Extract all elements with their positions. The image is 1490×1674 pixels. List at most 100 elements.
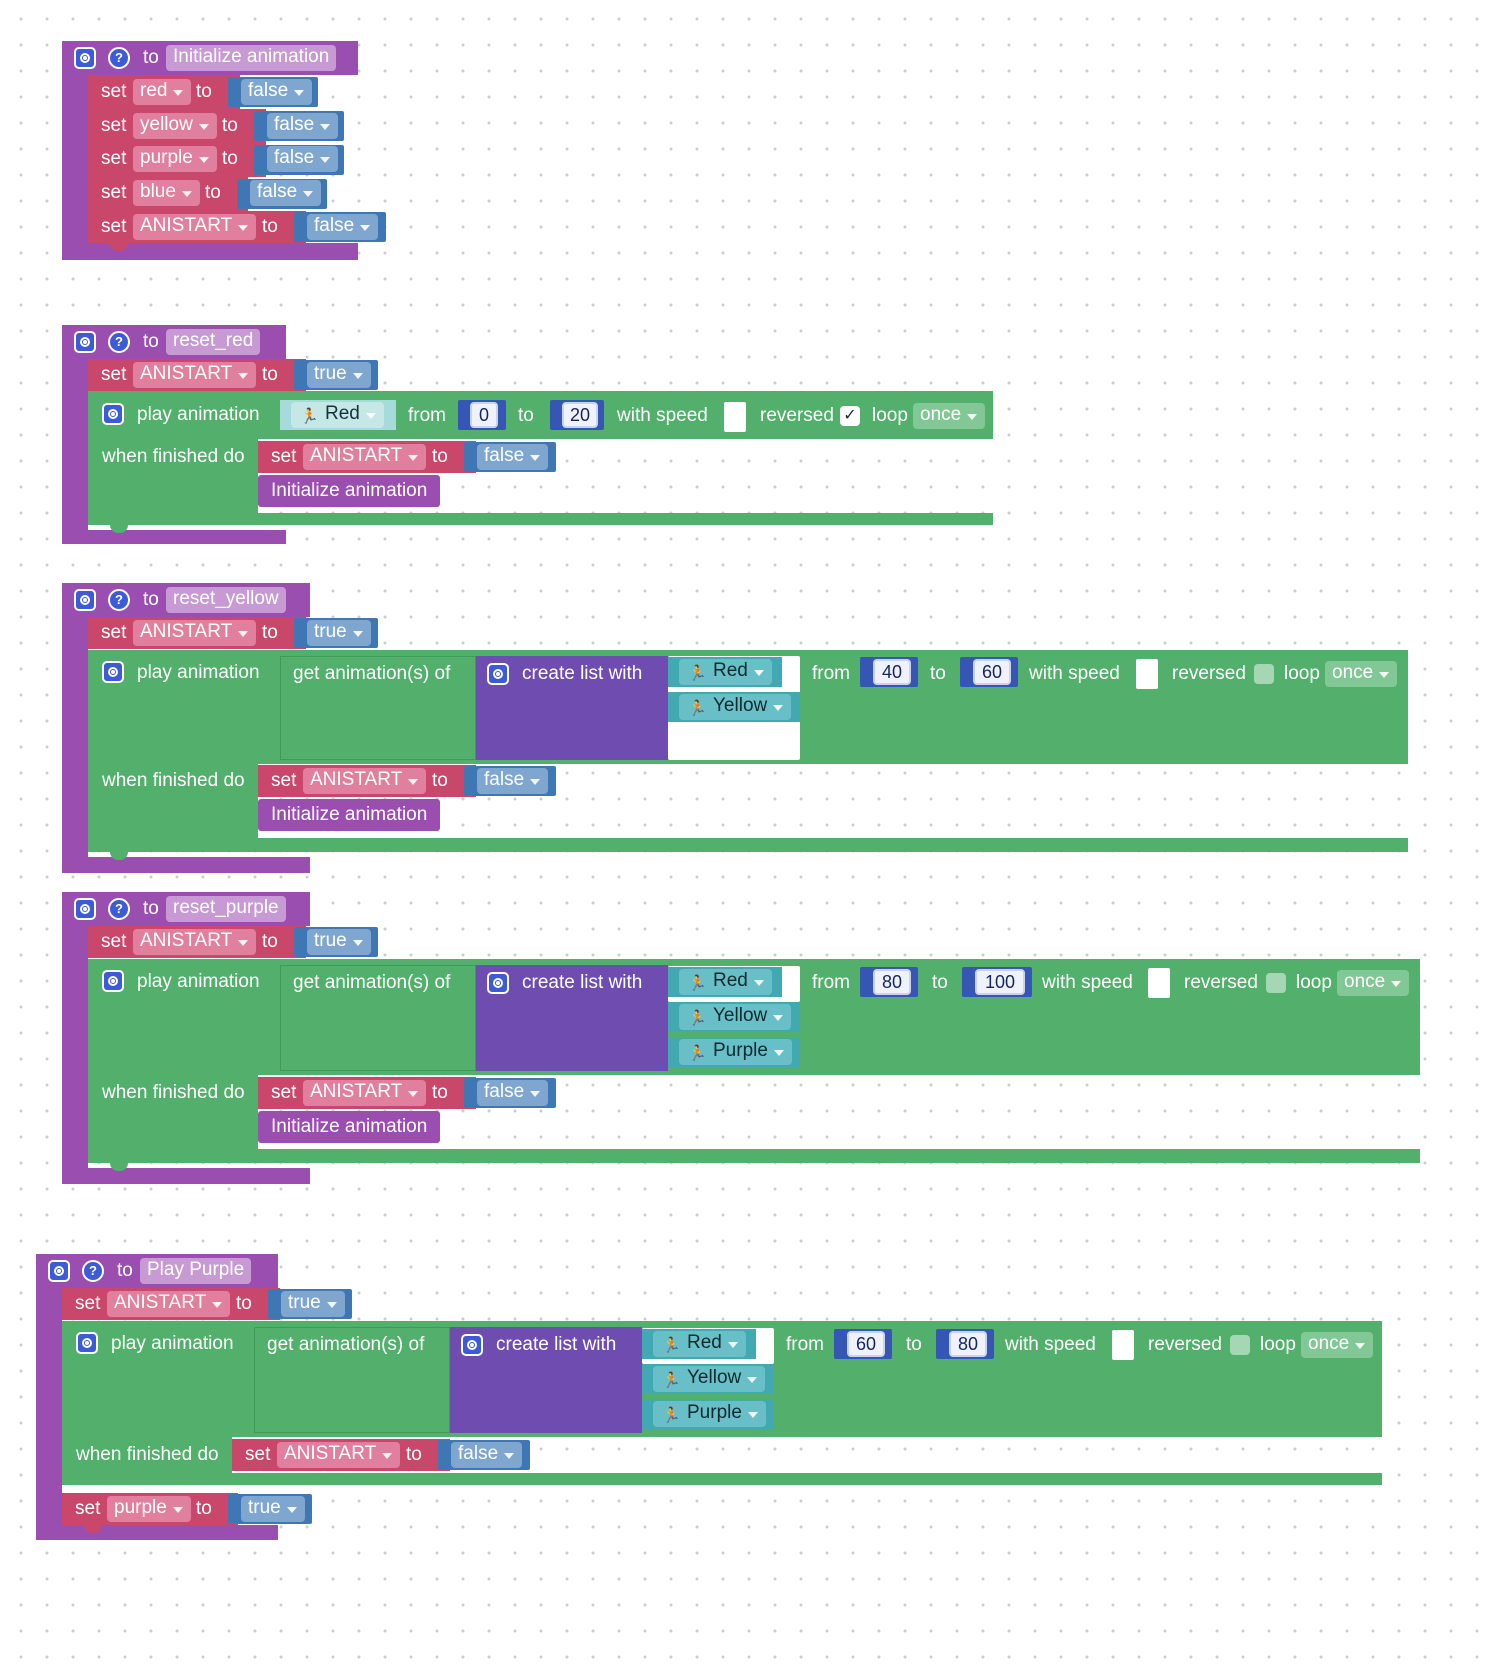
to-value[interactable]: 60 <box>973 659 1011 685</box>
procedure-name-field[interactable]: Initialize animation <box>166 45 337 71</box>
call-block[interactable] <box>258 475 440 507</box>
to-label: to <box>262 931 278 952</box>
boolean-dropdown[interactable]: false <box>307 214 379 240</box>
speed-input-slot[interactable] <box>1148 968 1170 998</box>
variable-dropdown[interactable]: purple <box>107 1496 191 1522</box>
boolean-dropdown[interactable]: false <box>241 79 313 105</box>
variable-dropdown[interactable]: purple <box>133 146 217 172</box>
get-animations-block[interactable] <box>254 1327 450 1433</box>
loop-dropdown[interactable]: once <box>913 403 986 429</box>
procedure-name-field[interactable]: reset_red <box>166 329 261 355</box>
to-value[interactable]: 100 <box>975 969 1025 995</box>
to-label: to <box>262 216 278 237</box>
boolean-dropdown[interactable]: false <box>477 444 549 470</box>
animation-dropdown[interactable]: 🏃Yellow <box>653 1366 766 1392</box>
from-value[interactable]: 40 <box>873 659 911 685</box>
help-icon[interactable]: ? <box>108 589 130 611</box>
boolean-dropdown[interactable]: true <box>281 1291 345 1317</box>
animation-dropdown[interactable]: 🏃Purple <box>679 1039 792 1065</box>
boolean-dropdown[interactable]: false <box>477 1080 549 1106</box>
boolean-dropdown[interactable]: false <box>250 180 322 206</box>
help-icon[interactable]: ? <box>108 898 130 920</box>
procedure-name-field[interactable]: Play Purple <box>140 1258 252 1284</box>
speed-input-slot[interactable] <box>1112 1330 1134 1360</box>
get-animations-block[interactable] <box>280 656 476 760</box>
procedure-name-field[interactable]: reset_purple <box>166 896 286 922</box>
loop-dropdown[interactable]: once <box>1325 661 1398 687</box>
speed-label: with speed <box>1029 663 1120 684</box>
variable-dropdown[interactable]: ANISTART <box>133 214 257 240</box>
get-animations-label: get animation(s) of <box>293 663 451 684</box>
from-value[interactable]: 80 <box>873 969 911 995</box>
animation-dropdown[interactable]: 🏃Red <box>679 969 772 995</box>
boolean-dropdown[interactable]: false <box>477 768 549 794</box>
loop-dropdown[interactable]: once <box>1337 970 1410 996</box>
help-icon[interactable]: ? <box>108 47 130 69</box>
gear-icon[interactable] <box>48 1260 70 1282</box>
variable-dropdown[interactable]: red <box>133 79 192 105</box>
boolean-dropdown[interactable]: true <box>241 1496 305 1522</box>
call-block[interactable] <box>258 1111 440 1143</box>
variable-dropdown[interactable]: ANISTART <box>277 1442 401 1468</box>
next-notch <box>84 1525 102 1533</box>
set-label: set <box>101 115 127 136</box>
variable-dropdown[interactable]: ANISTART <box>303 1080 427 1106</box>
from-value[interactable]: 0 <box>470 402 498 428</box>
gear-icon[interactable] <box>487 972 509 994</box>
reversed-label: reversed <box>1184 972 1258 993</box>
variable-dropdown[interactable]: ANISTART <box>133 929 257 955</box>
variable-dropdown[interactable]: yellow <box>133 113 217 139</box>
speed-input-slot[interactable] <box>1136 659 1158 689</box>
boolean-dropdown[interactable]: false <box>267 113 339 139</box>
call-block[interactable] <box>258 799 440 831</box>
reversed-checkbox[interactable]: ✓ <box>840 406 860 426</box>
reversed-checkbox[interactable] <box>1230 1335 1250 1355</box>
variable-dropdown[interactable]: ANISTART <box>303 444 427 470</box>
procedure-name-field[interactable]: reset_yellow <box>166 587 286 613</box>
gear-icon[interactable] <box>76 1332 98 1354</box>
procedure-spine <box>36 1254 62 1540</box>
animation-dropdown[interactable]: 🏃Red <box>679 659 772 685</box>
next-notch <box>110 525 128 533</box>
next-notch <box>110 243 128 251</box>
to-value[interactable]: 20 <box>562 402 598 428</box>
reversed-checkbox[interactable] <box>1254 664 1274 684</box>
animation-dropdown[interactable]: 🏃Purple <box>653 1401 766 1427</box>
to-value[interactable]: 80 <box>949 1331 987 1357</box>
runner-icon: 🏃 <box>688 700 707 717</box>
boolean-dropdown[interactable]: true <box>307 929 371 955</box>
animation-dropdown[interactable]: 🏃Yellow <box>679 694 792 720</box>
help-icon[interactable]: ? <box>82 1260 104 1282</box>
from-label: from <box>786 1334 824 1355</box>
gear-icon[interactable] <box>74 898 96 920</box>
variable-dropdown[interactable]: ANISTART <box>303 768 427 794</box>
get-animations-block[interactable] <box>280 965 476 1071</box>
variable-dropdown[interactable]: ANISTART <box>107 1291 231 1317</box>
to-label: to <box>262 364 278 385</box>
gear-icon[interactable] <box>102 403 124 425</box>
procedure-footer <box>62 243 358 260</box>
reversed-checkbox[interactable] <box>1266 973 1286 993</box>
gear-icon[interactable] <box>461 1334 483 1356</box>
to-label: to <box>406 1444 422 1465</box>
animation-dropdown[interactable]: 🏃Red <box>291 402 384 428</box>
animation-dropdown[interactable]: 🏃Red <box>653 1331 746 1357</box>
boolean-dropdown[interactable]: true <box>307 620 371 646</box>
gear-icon[interactable] <box>102 661 124 683</box>
boolean-dropdown[interactable]: false <box>267 146 339 172</box>
speed-input-slot[interactable] <box>724 402 746 432</box>
gear-icon[interactable] <box>102 970 124 992</box>
gear-icon[interactable] <box>74 47 96 69</box>
boolean-dropdown[interactable]: false <box>451 1442 523 1468</box>
variable-dropdown[interactable]: blue <box>133 180 200 206</box>
variable-dropdown[interactable]: ANISTART <box>133 362 257 388</box>
gear-icon[interactable] <box>487 663 509 685</box>
variable-dropdown[interactable]: ANISTART <box>133 620 257 646</box>
from-value[interactable]: 60 <box>847 1331 885 1357</box>
help-icon[interactable]: ? <box>108 331 130 353</box>
gear-icon[interactable] <box>74 331 96 353</box>
gear-icon[interactable] <box>74 589 96 611</box>
animation-dropdown[interactable]: 🏃Yellow <box>679 1004 792 1030</box>
boolean-dropdown[interactable]: true <box>307 362 371 388</box>
loop-dropdown[interactable]: once <box>1301 1332 1374 1358</box>
